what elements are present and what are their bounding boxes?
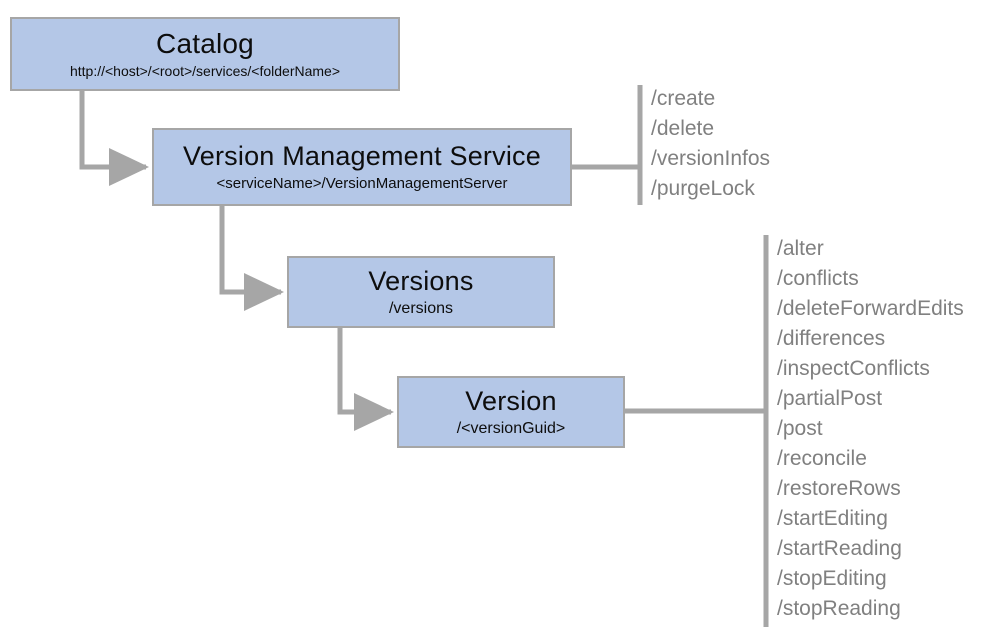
endpoint-item: /create bbox=[651, 87, 716, 110]
connector-catalog-to-service bbox=[79, 91, 149, 186]
endpoint-item: /differences bbox=[777, 327, 886, 350]
endpoint-list-service: /create/delete/versionInfos/purgeLock bbox=[651, 84, 770, 204]
endpoint-item: /startReading bbox=[777, 537, 902, 560]
node-version[interactable]: Version /<versionGuid> bbox=[397, 376, 625, 448]
node-versions-subtitle: /versions bbox=[388, 300, 454, 318]
node-version-management-service-subtitle: <serviceName>/VersionManagementServer bbox=[216, 174, 508, 192]
endpoint-item: /stopEditing bbox=[777, 567, 887, 590]
endpoint-item: /versionInfos bbox=[651, 147, 771, 170]
connector-service-to-versions bbox=[219, 206, 284, 311]
endpoint-list-version: /alter/conflicts/deleteForwardEdits/diff… bbox=[777, 234, 964, 624]
endpoint-item: /delete bbox=[651, 117, 715, 140]
endpoint-item: /reconcile bbox=[777, 447, 867, 470]
node-versions-title: Versions bbox=[368, 265, 474, 296]
endpoint-item: /stopReading bbox=[777, 597, 901, 620]
endpoint-item: /conflicts bbox=[777, 267, 859, 290]
endpoint-item: /deleteForwardEdits bbox=[777, 297, 964, 320]
endpoint-item: /restoreRows bbox=[777, 477, 901, 500]
node-version-title: Version bbox=[465, 385, 557, 416]
endpoint-item: /post bbox=[777, 417, 823, 440]
endpoint-item: /partialPost bbox=[777, 387, 883, 410]
connector-versions-to-version bbox=[337, 328, 394, 431]
node-versions[interactable]: Versions /versions bbox=[287, 256, 555, 328]
node-catalog-subtitle: http://<host>/<root>/services/<folderNam… bbox=[69, 62, 341, 79]
node-version-management-service-title: Version Management Service bbox=[183, 141, 541, 172]
endpoint-item: /startEditing bbox=[777, 507, 888, 530]
endpoint-item: /inspectConflicts bbox=[777, 357, 930, 380]
node-version-management-service[interactable]: Version Management Service <serviceName>… bbox=[152, 128, 572, 206]
node-catalog[interactable]: Catalog http://<host>/<root>/services/<f… bbox=[10, 17, 400, 91]
node-catalog-title: Catalog bbox=[156, 28, 254, 60]
node-version-subtitle: /<versionGuid> bbox=[456, 420, 566, 438]
endpoint-item: /purgeLock bbox=[651, 177, 755, 200]
endpoint-item: /alter bbox=[777, 237, 824, 260]
